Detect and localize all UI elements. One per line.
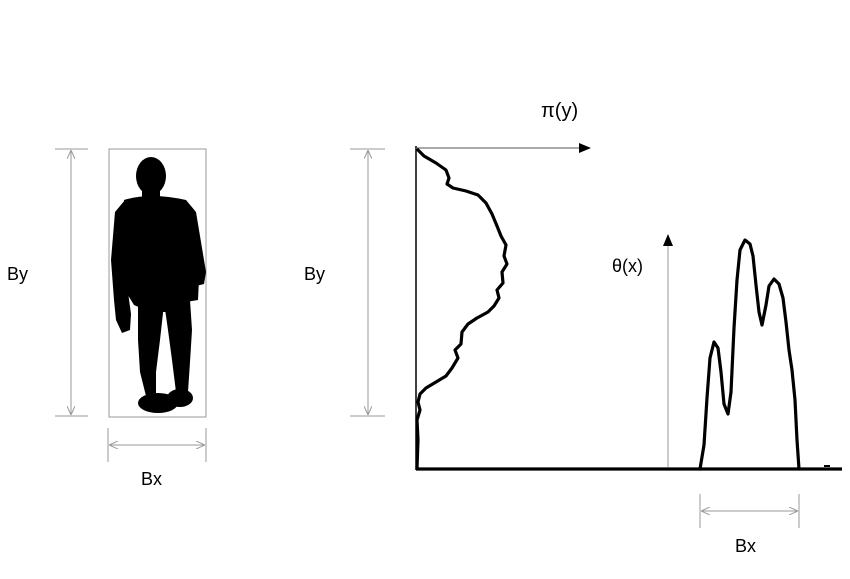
by-right-label: By <box>304 264 325 284</box>
theta-x-label: θ(x) <box>612 256 643 276</box>
bx-left-label: Bx <box>141 469 162 489</box>
bx-right-label: Bx <box>735 536 756 556</box>
by-left-label: By <box>7 264 28 284</box>
theta-x-profile-curve <box>698 238 801 471</box>
projection-panel: By π(y) θ(x) Bx <box>304 100 842 556</box>
walking-person-icon <box>111 157 206 413</box>
silhouette-panel: By Bx <box>7 148 207 489</box>
bounding-box <box>108 148 207 418</box>
pi-y-label: π(y) <box>541 100 578 122</box>
pi-y-profile-curve <box>415 148 509 470</box>
